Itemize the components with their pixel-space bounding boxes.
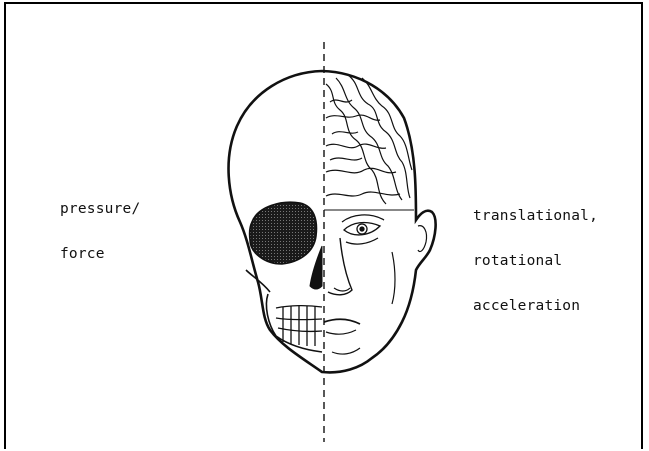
ear-detail bbox=[418, 226, 427, 252]
label-left-line-2: force bbox=[60, 247, 140, 262]
brain-gyri bbox=[326, 75, 412, 204]
chin-line bbox=[332, 348, 360, 354]
label-pressure-force: pressure/ force bbox=[60, 172, 140, 277]
label-right-line-2: rotational bbox=[473, 254, 598, 269]
mouth bbox=[324, 319, 360, 324]
label-acceleration: translational, rotational acceleration bbox=[473, 179, 598, 329]
label-right-line-3: acceleration bbox=[473, 299, 598, 314]
teeth bbox=[276, 306, 322, 346]
nose bbox=[328, 238, 352, 295]
skull-jaw-line bbox=[266, 294, 322, 352]
eye-socket bbox=[250, 202, 317, 264]
label-right-line-1: translational, bbox=[473, 209, 598, 224]
label-left-line-1: pressure/ bbox=[60, 202, 140, 217]
lower-lip bbox=[326, 330, 356, 334]
nasal-cavity bbox=[310, 246, 322, 289]
skull-cheek-line bbox=[246, 270, 270, 292]
nostril bbox=[334, 288, 350, 291]
eye-right bbox=[342, 215, 384, 244]
cheek-line bbox=[392, 252, 395, 304]
